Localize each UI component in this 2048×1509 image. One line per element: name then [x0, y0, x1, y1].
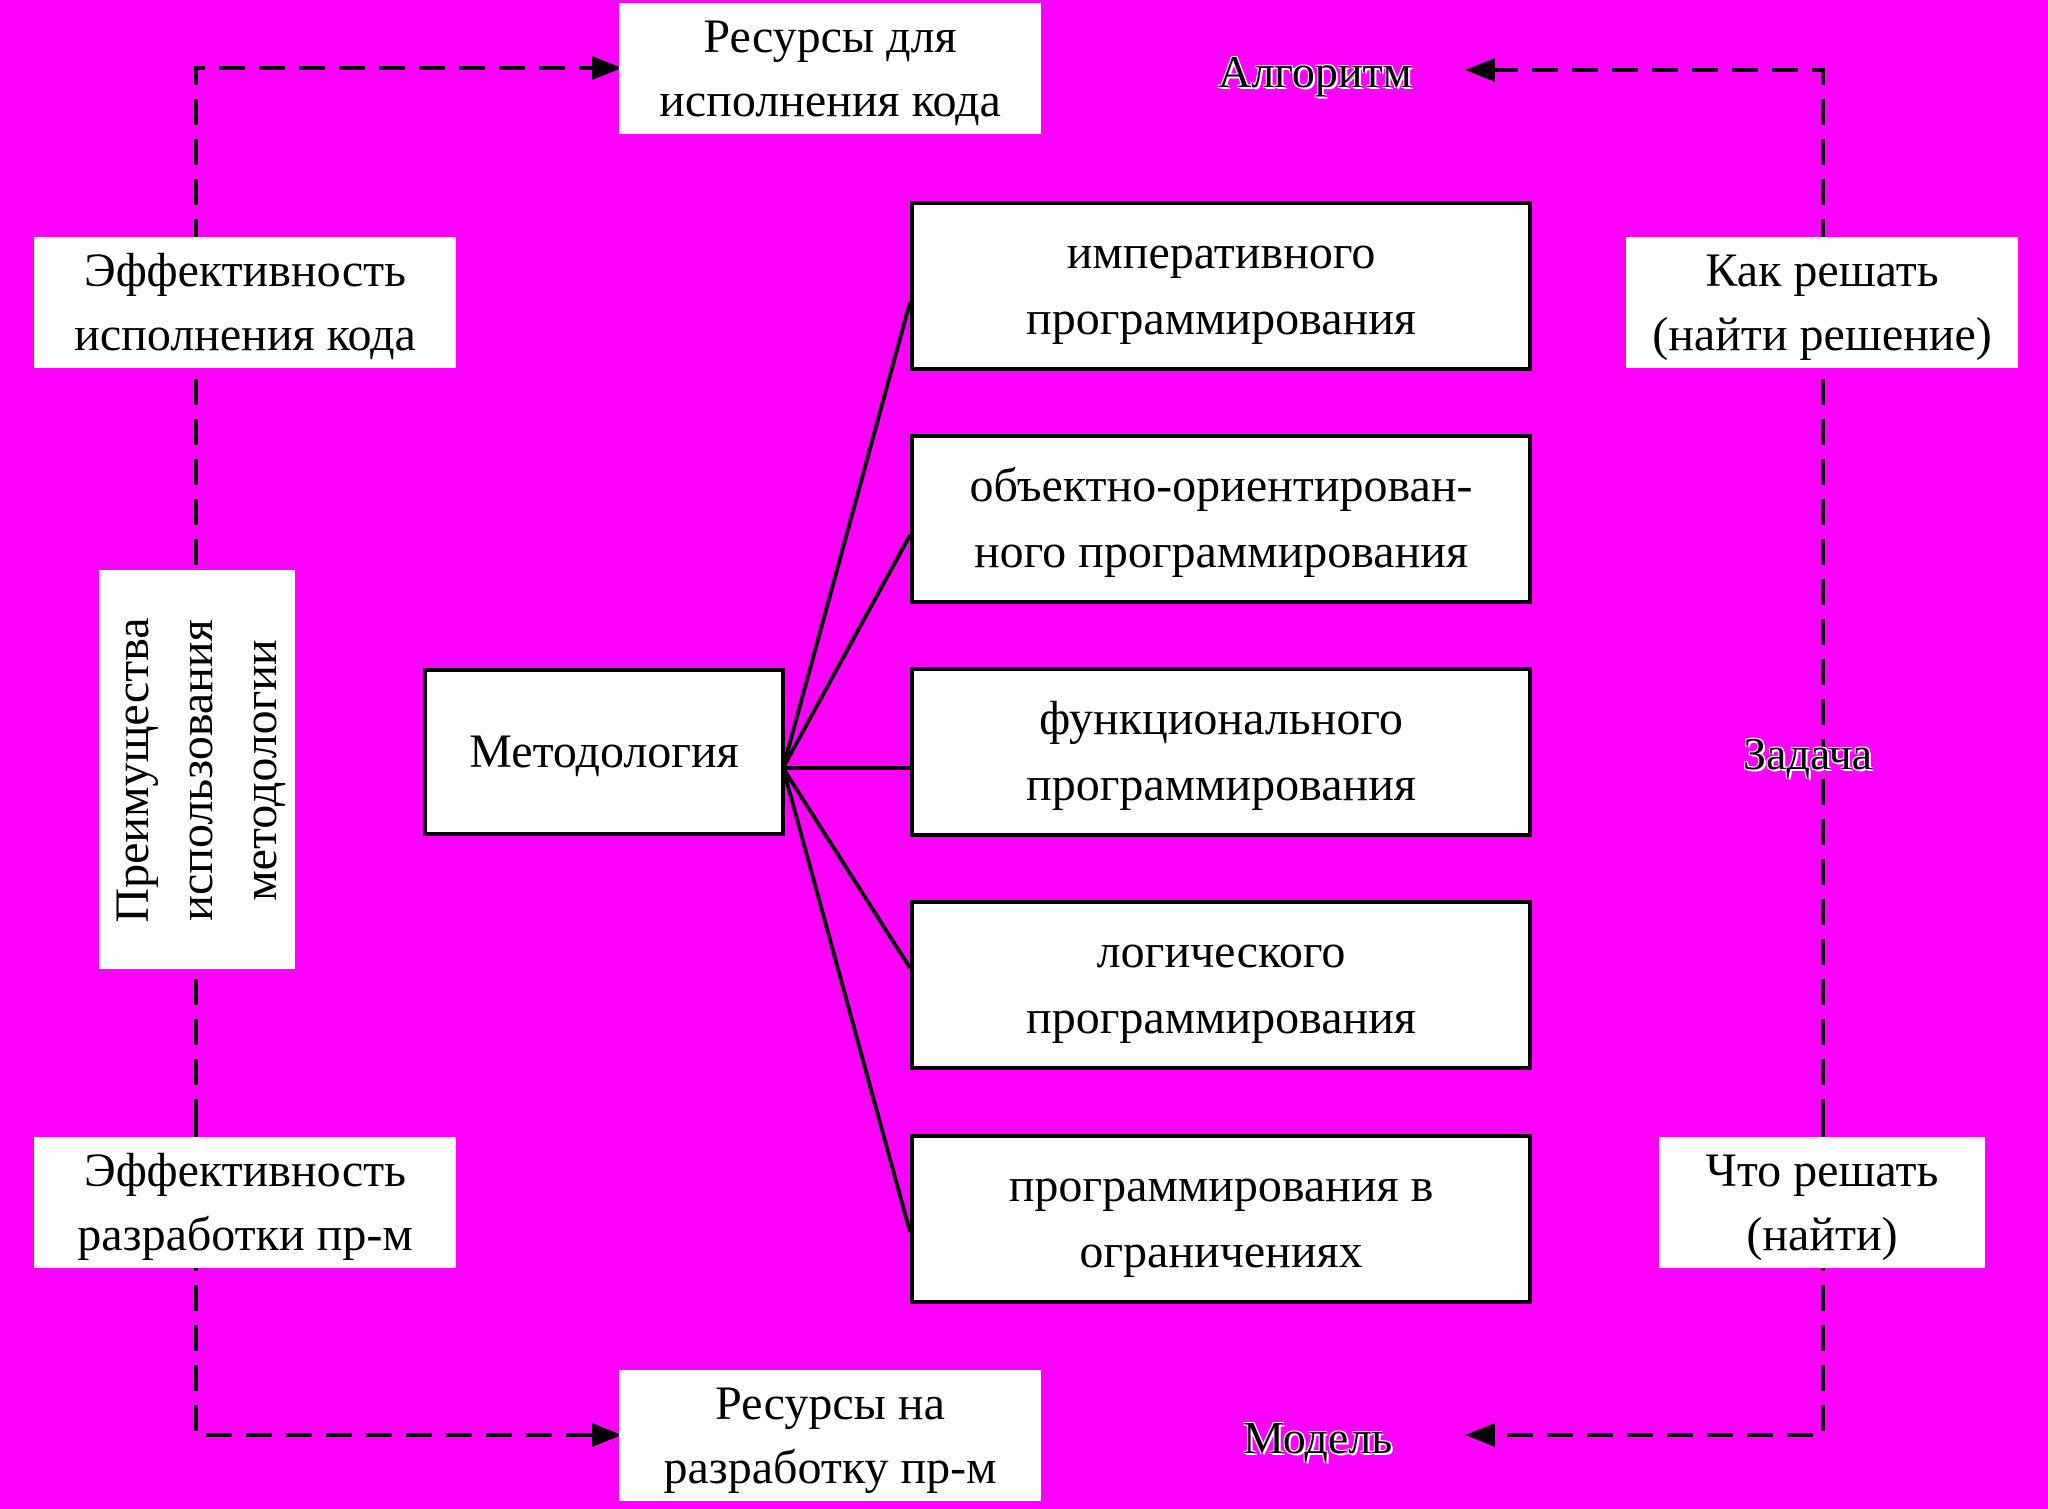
model-label: Модель — [1243, 1412, 1393, 1463]
arrowhead-resources-exec — [592, 56, 622, 80]
method-box-logic: логического программирования — [910, 900, 1532, 1070]
method-box-imperative: императивного программирования — [910, 201, 1532, 371]
efficiency-exec-label: Эффективность исполнения кода — [34, 237, 456, 368]
method-box-constraint: программирования в ограничениях — [910, 1134, 1532, 1304]
arrowhead-algorithm — [1465, 58, 1495, 82]
right-dashed-path-top — [1490, 68, 1825, 1125]
task-label: Задача — [1743, 728, 1872, 779]
branch-line-constraint — [781, 767, 912, 1233]
left-dashed-path-top — [194, 66, 600, 1125]
how-to-solve-label: Как решать (найти решение) — [1626, 237, 2018, 368]
method-box-oop: объектно-ориентирован- ного программиров… — [910, 434, 1532, 604]
efficiency-dev-label: Эффективность разработки пр-м — [34, 1137, 456, 1268]
branch-line-imperative — [781, 301, 912, 769]
algorithm-label: Алгоритм — [1218, 46, 1412, 97]
resources-exec-label: Ресурсы для исполнения кода — [619, 3, 1041, 134]
resources-dev-label: Ресурсы на разработку пр-м — [619, 1370, 1041, 1501]
what-to-solve-label: Что решать (найти) — [1659, 1137, 1985, 1268]
methodology-box: Методология — [423, 668, 785, 836]
method-box-functional: функционального программирования — [910, 667, 1532, 837]
arrowhead-model — [1465, 1423, 1495, 1447]
branch-line-logic — [781, 766, 912, 970]
branch-line-oop — [781, 534, 912, 769]
advantages-label: Преимущества использования методологии — [99, 570, 295, 969]
arrowhead-resources-dev — [592, 1423, 622, 1447]
